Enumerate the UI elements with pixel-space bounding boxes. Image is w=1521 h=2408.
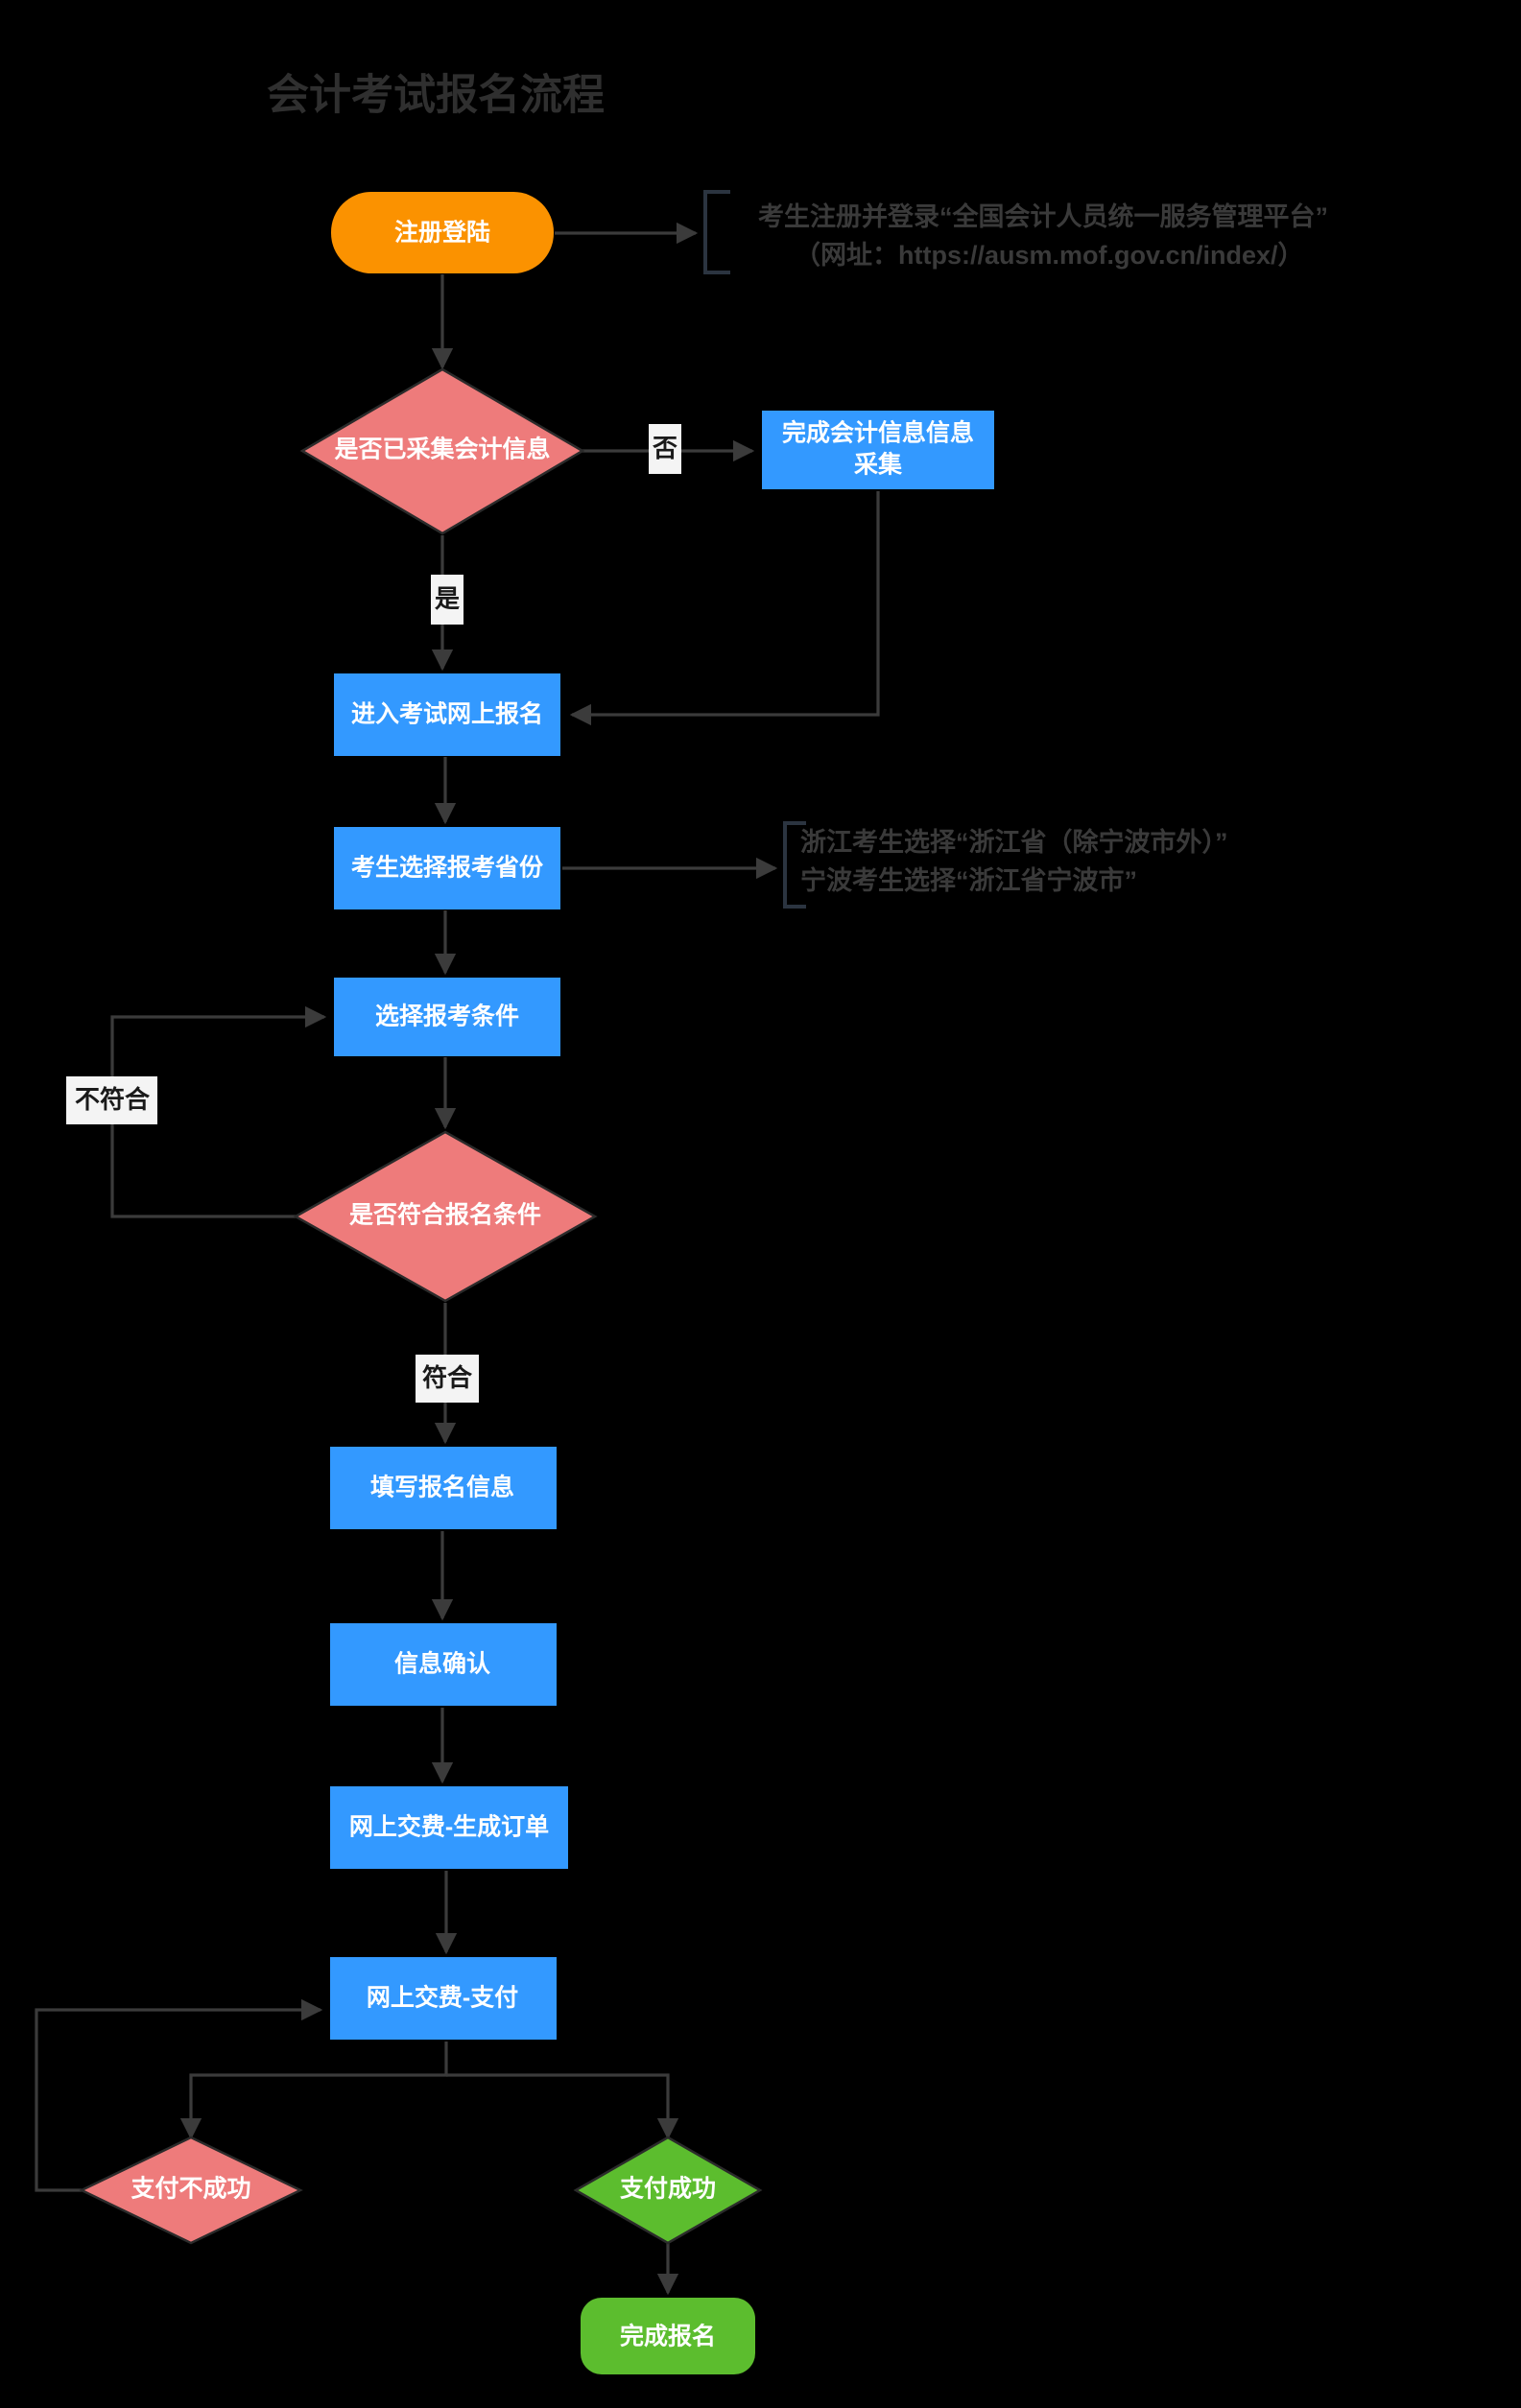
edge-label-yes-text: 是 bbox=[435, 584, 460, 613]
node-select-province-shape[interactable] bbox=[334, 827, 560, 909]
node-payment-success-label: 支付成功 bbox=[620, 2176, 716, 2203]
node-complete-info-collection-shape[interactable] bbox=[762, 411, 994, 489]
edge-pay-to-success bbox=[446, 2073, 679, 2140]
edge-label-eligible-bg bbox=[416, 1355, 479, 1403]
edge-label-eligible: 符合 bbox=[416, 1355, 479, 1403]
edge-label-no: 否 bbox=[649, 424, 681, 474]
node-payment-success[interactable]: 支付成功 bbox=[573, 2136, 763, 2245]
node-select-province-label: 考生选择报考省份 bbox=[351, 855, 543, 882]
node-select-province[interactable]: 考生选择报考省份 bbox=[334, 827, 560, 909]
node-payment-failed-shape[interactable] bbox=[79, 2136, 303, 2245]
edge-label-yes: 是 bbox=[431, 575, 463, 625]
node-select-conditions-shape[interactable] bbox=[334, 978, 560, 1056]
node-complete-info-collection-label-line2: 采集 bbox=[854, 451, 903, 479]
node-enter-online-registration-label: 进入考试网上报名 bbox=[351, 700, 543, 728]
annotation-brackets bbox=[703, 190, 806, 909]
node-registration-complete-label: 完成报名 bbox=[620, 2323, 716, 2350]
node-online-payment-pay-shape[interactable] bbox=[330, 1957, 557, 2040]
node-registration-complete-shape[interactable] bbox=[581, 2298, 755, 2374]
node-select-conditions[interactable]: 选择报考条件 bbox=[334, 978, 560, 1056]
node-eligibility-decision-shape[interactable] bbox=[293, 1130, 598, 1303]
node-register-login-shape[interactable] bbox=[331, 192, 554, 273]
edge-fail-retry-loop bbox=[35, 1998, 323, 2192]
annotation-note-1: 考生注册并登录“全国会计人员统一服务管理平台” （网址：https://ausm… bbox=[758, 201, 1328, 270]
node-complete-info-collection[interactable]: 完成会计信息信息 采集 bbox=[762, 411, 994, 489]
node-confirm-info-label: 信息确认 bbox=[394, 1650, 490, 1678]
node-collected-info-decision-label: 是否已采集会计信息 bbox=[334, 436, 550, 463]
edge-pay-to-fail bbox=[179, 2042, 448, 2140]
node-online-payment-pay[interactable]: 网上交费-支付 bbox=[330, 1957, 557, 2040]
annotation-note-1-line-1: 考生注册并登录“全国会计人员统一服务管理平台” bbox=[758, 201, 1328, 231]
node-fill-registration-info-label: 填写报名信息 bbox=[370, 1474, 514, 1501]
node-complete-info-collection-label-line1: 完成会计信息信息 bbox=[782, 419, 974, 447]
node-select-conditions-label: 选择报考条件 bbox=[375, 1003, 519, 1030]
annotation-note-1-line-2: （网址：https://ausm.mof.gov.cn/index/） bbox=[795, 241, 1304, 270]
node-register-login[interactable]: 注册登陆 bbox=[331, 192, 554, 273]
node-eligibility-decision[interactable]: 是否符合报名条件 bbox=[293, 1130, 598, 1303]
node-payment-failed-label: 支付不成功 bbox=[131, 2176, 250, 2203]
node-collected-info-decision-shape[interactable] bbox=[299, 367, 585, 535]
node-confirm-info[interactable]: 信息确认 bbox=[330, 1623, 557, 1706]
edge-label-not-eligible-bg bbox=[66, 1076, 157, 1124]
note-bracket-1 bbox=[703, 190, 730, 274]
page-title: 会计考试报名流程 bbox=[267, 72, 605, 119]
node-registration-complete[interactable]: 完成报名 bbox=[581, 2298, 755, 2374]
node-collected-info-decision[interactable]: 是否已采集会计信息 bbox=[299, 367, 585, 535]
edge-collect-done-to-online-apply bbox=[569, 491, 880, 726]
edge-label-no-text: 否 bbox=[653, 434, 677, 462]
edge-label-no-bg bbox=[649, 424, 681, 474]
node-enter-online-registration[interactable]: 进入考试网上报名 bbox=[334, 673, 560, 756]
annotation-note-2-line-2: 宁波考生选择“浙江省宁波市” bbox=[800, 865, 1137, 895]
edge-labels: 否 是 不符合 符合 bbox=[66, 424, 681, 1403]
annotation-note-2-line-1: 浙江考生选择“浙江省（除宁波市外）” bbox=[800, 827, 1228, 857]
node-payment-success-shape[interactable] bbox=[573, 2136, 763, 2245]
edge-label-not-eligible-text: 不符合 bbox=[75, 1085, 151, 1114]
annotation-note-2: 浙江考生选择“浙江省（除宁波市外）” 宁波考生选择“浙江省宁波市” bbox=[800, 827, 1228, 895]
node-enter-online-registration-shape[interactable] bbox=[334, 673, 560, 756]
edge-label-eligible-text: 符合 bbox=[422, 1363, 473, 1392]
node-online-payment-pay-label: 网上交费-支付 bbox=[367, 1984, 518, 2012]
node-register-login-label: 注册登陆 bbox=[394, 219, 490, 247]
edge-label-yes-bg bbox=[431, 575, 463, 625]
node-fill-registration-info-shape[interactable] bbox=[330, 1447, 557, 1529]
edge-label-not-eligible: 不符合 bbox=[66, 1076, 157, 1124]
note-bracket-2 bbox=[783, 821, 806, 909]
node-online-payment-create-order[interactable]: 网上交费-生成订单 bbox=[330, 1786, 568, 1869]
node-online-payment-create-order-shape[interactable] bbox=[330, 1786, 568, 1869]
node-payment-failed[interactable]: 支付不成功 bbox=[79, 2136, 303, 2245]
node-fill-registration-info[interactable]: 填写报名信息 bbox=[330, 1447, 557, 1529]
node-eligibility-decision-label: 是否符合报名条件 bbox=[349, 1201, 541, 1229]
connectors bbox=[35, 222, 880, 2296]
node-online-payment-create-order-label: 网上交费-生成订单 bbox=[349, 1813, 549, 1841]
node-confirm-info-shape[interactable] bbox=[330, 1623, 557, 1706]
